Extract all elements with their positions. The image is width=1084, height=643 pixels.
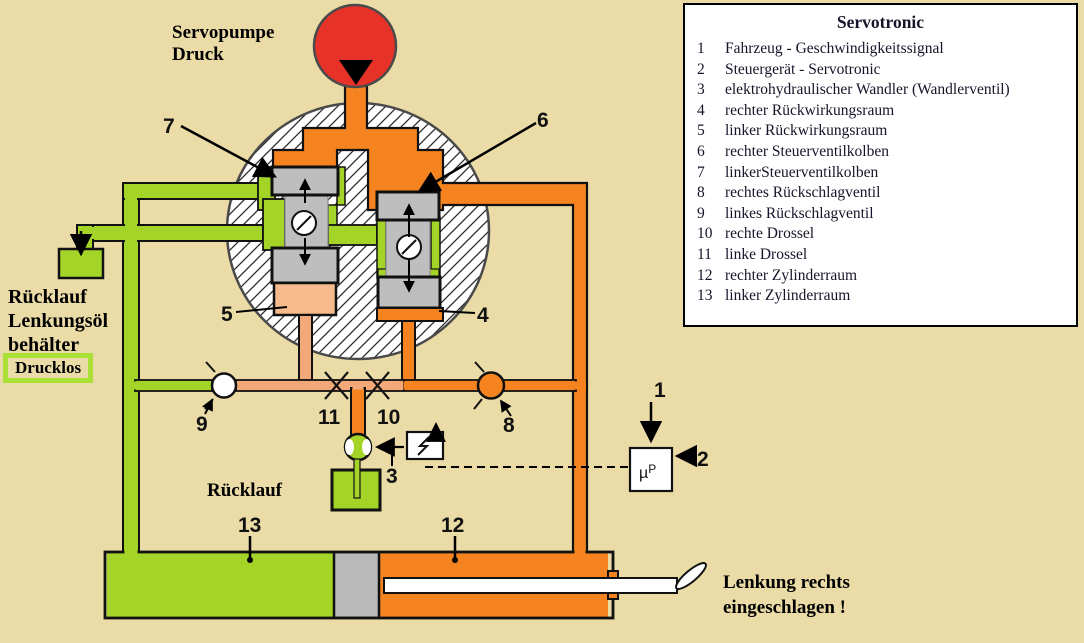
reservoir-label: Rücklauf Lenkungsöl behälter [8,285,108,357]
right-throttle [365,371,390,400]
legend-item-num: 3 [697,81,705,99]
wandlerventil [343,432,404,462]
legend-item-num: 10 [697,225,713,243]
steering-label-line2: eingeschlagen ! [723,597,846,618]
callout-7-label: 7 [163,115,175,138]
legend-item-num: 11 [697,245,712,263]
legend-item-num: 1 [697,40,705,57]
legend-item-label: Steuergerät - Servotronic [725,60,881,78]
legend-item-label: rechter Zylinderraum [725,266,858,284]
reservoir-label-line2: Lenkungsöl [8,310,109,332]
pump-flow-triangle [339,60,373,85]
legend-item-label: rechte Drossel [725,225,815,243]
callout-13-label: 13 [238,514,261,537]
pressure-pipes [271,84,589,555]
left-reaction-pipe [298,314,313,386]
callout-12-label: 12 [441,514,464,537]
callout-11-label: 11 [318,406,341,429]
legend-row: 1 Fahrzeug - Geschwindigkeitssignal [685,39,1076,60]
legend-item-label: rechtes Rückschlagventil [725,184,881,202]
callout-5-label: 5 [221,303,233,326]
legend-item-num: 7 [697,163,705,181]
return-label: Rücklauf [207,480,282,502]
legend-item-num: 4 [697,101,705,119]
pump-circle [312,3,398,89]
left-reaction-chamber [272,281,338,317]
legend-item-num: 9 [697,204,705,222]
drucklos-badge: Drucklos [3,353,94,383]
callout-9-label: 9 [196,413,208,436]
legend-item-label: elektrohydraulischer Wandler (Wandlerven… [725,81,1010,99]
right-check-valve [473,361,506,410]
servo-pump [312,3,398,89]
legend-row: 8 rechtes Rückschlagventil [685,183,1076,204]
steering-state-label: Lenkung rechts eingeschlagen ! [723,570,850,620]
right-control-valve [375,190,444,322]
transducer-box [405,422,446,461]
legend-row: 3 elektrohydraulischer Wandler (Wandlerve… [685,80,1076,101]
pump-label: Servopumpe Druck [172,22,274,66]
tie-rod-end [675,562,707,590]
legend-item-label: linke Drossel [725,245,808,263]
reservoir-label-line1: Rücklauf [8,286,87,308]
callout-numbers: 7 6 5 4 9 11 10 8 3 13 12 1 2 [163,109,709,537]
legend-item-num: 6 [697,142,705,160]
legend-title: Servotronic [836,12,925,32]
callout-10-label: 10 [377,406,400,429]
left-throttle [324,371,349,400]
pump-label-line1: Servopumpe [172,22,275,43]
legend-row: 10 rechte Drossel [685,224,1076,245]
legend-row: 5 linker Rückwirkungsraum [685,121,1076,142]
steering-cylinder [103,549,707,620]
legend-row: 13 linker Zylinderraum [685,286,1076,307]
legend-item-num: 2 [697,60,705,78]
legend-item-num: 13 [697,287,713,305]
legend-row: 6 rechter Steuerventilkolben [685,142,1076,163]
legend-item-label: rechter Steuerventilkolben [725,142,889,160]
callout-lines [180,121,537,563]
right-reaction-chamber [376,307,444,322]
reservoir-label-line3: behälter [8,334,80,356]
legend-row: 11 linke Drossel [685,245,1076,266]
right-reaction-pipe [401,320,416,386]
legend-row: 7 linkerSteuerventilkolben [685,163,1076,184]
callout-8-label: 8 [503,414,515,437]
legend-row: 2 Steuergerät - Servotronic [685,60,1076,81]
legend-item-num: 8 [697,184,705,202]
legend-item-label: linker Zylinderraum [725,287,851,305]
legend-panel: Servotronic 1 Fahrzeug - Geschwindigkeits… [683,3,1078,327]
legend-list: 1 Fahrzeug - Geschwindigkeitssignal 2 Steu… [685,39,1076,307]
oil-reservoir-box [57,247,105,280]
callout-6-label: 6 [537,109,549,132]
controller-box: µP [628,402,698,493]
piston-rod [383,577,678,594]
callout-3-label: 3 [386,465,398,488]
legend-item-num: 12 [697,266,713,284]
left-control-valve [257,165,378,317]
return-label-text: Rücklauf [207,480,282,501]
converter-return-pipe [353,458,361,499]
legend-item-label: Fahrzeug - Geschwindigkeitssignal [725,40,944,57]
pipe-junction-patch [352,381,364,390]
steering-label-line1: Lenkung rechts [723,572,850,593]
converter-supply-pipe [350,387,366,436]
controller-label: µP [639,462,656,482]
green-bridge-channel [327,224,378,246]
pump-label-line2: Druck [172,44,224,65]
drucklos-label: Drucklos [15,358,82,377]
legend-item-num: 5 [697,122,705,140]
callout-4-label: 4 [477,304,489,327]
legend-item-label: linkes Rückschlagventil [725,204,874,222]
legend-row: 4 rechter Rückwirkungsraum [685,101,1076,122]
legend-item-label: linker Rückwirkungsraum [725,122,888,140]
legend-row: 12 rechter Zylinderraum [685,266,1076,287]
legend-item-label: rechter Rückwirkungsraum [725,101,895,119]
callout-1-label: 1 [654,379,666,402]
legend-item-label: linkerSteuerventilkolben [725,163,879,181]
piston [333,552,380,618]
cylinder-left-chamber [107,553,334,617]
callout-2-label: 2 [697,448,709,471]
legend-row: 9 linkes Rückschlagventil [685,204,1076,225]
